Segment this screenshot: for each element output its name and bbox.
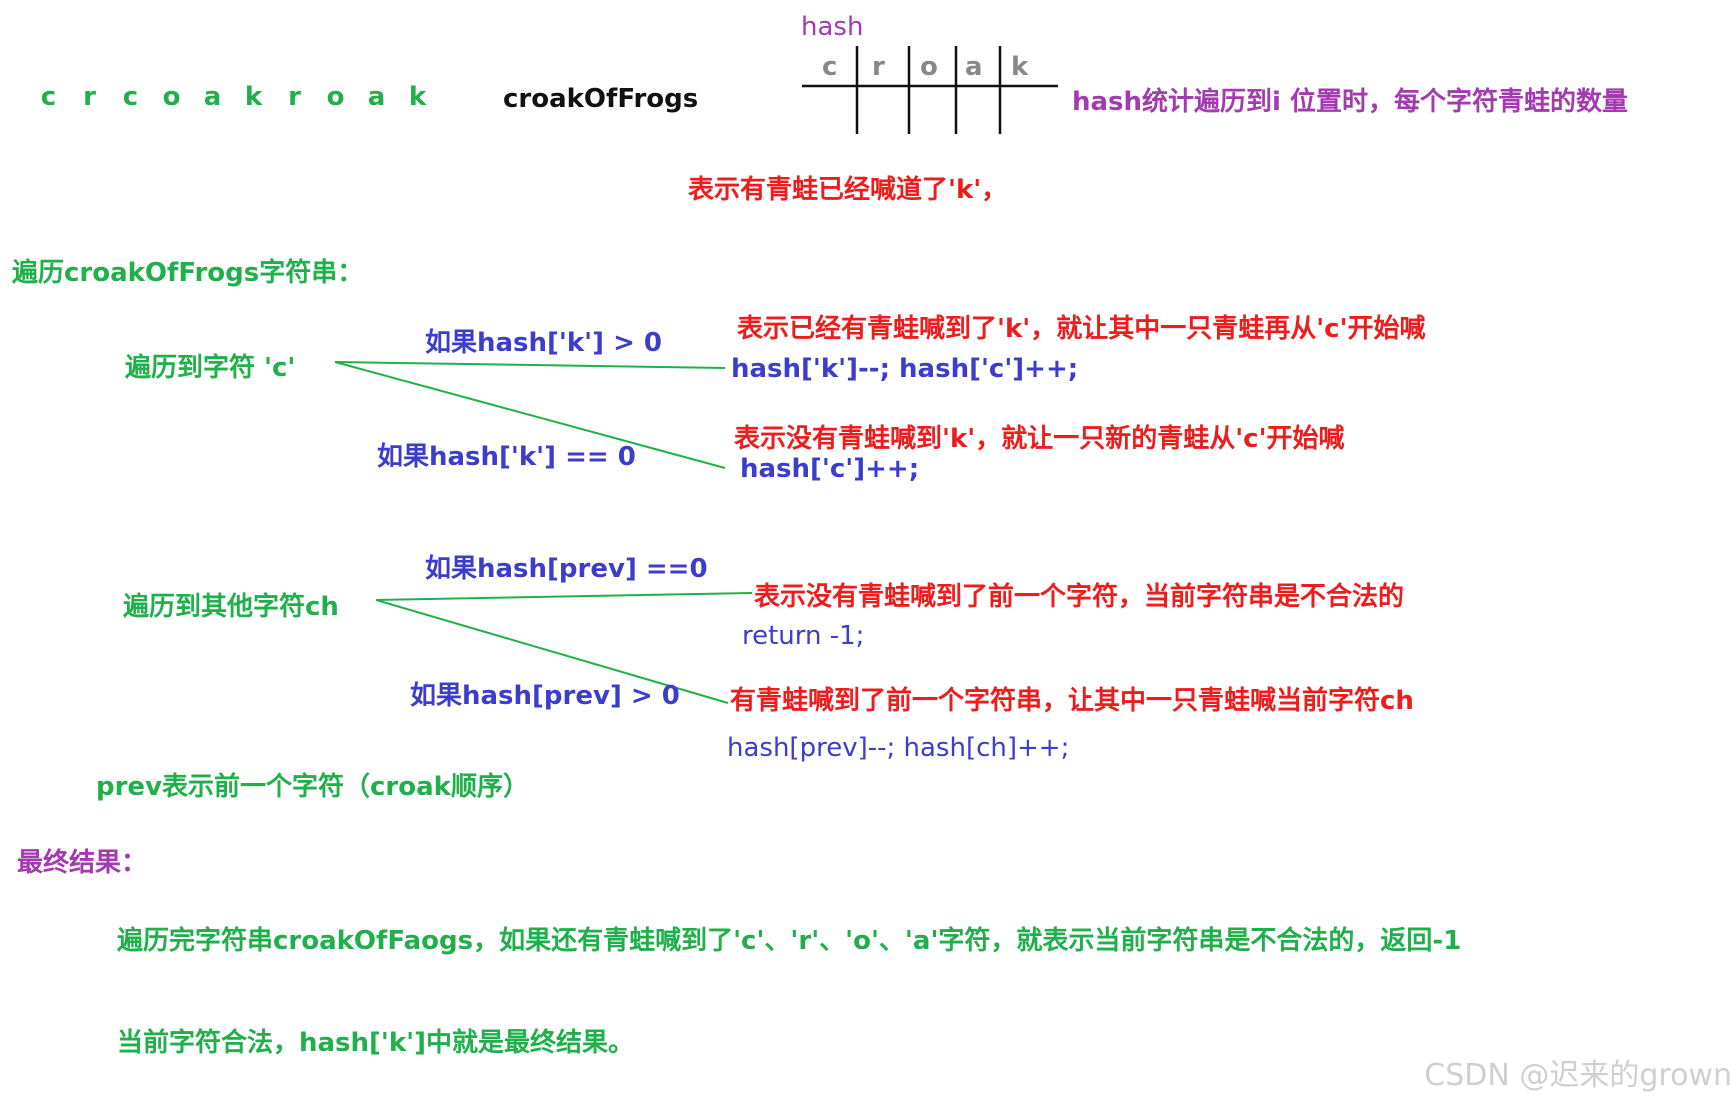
- case-c-description-2: 表示没有青蛙喊到'k'，就让一只新的青蛙从'c'开始喊: [734, 424, 1345, 454]
- final-line-1: 遍历完字符串croakOfFaogs，如果还有青蛙喊到了'c'、'r'、'o'、…: [117, 926, 1462, 956]
- hash-cell: r: [872, 52, 885, 82]
- case-other-description-2: 有青蛙喊到了前一个字符串，让其中一只青蛙喊当前字符ch: [730, 686, 1414, 716]
- watermark: CSDN @迟来的grown: [1424, 1058, 1732, 1093]
- case-other-condition-1: 如果hash[prev] ==0: [425, 554, 708, 584]
- prev-note: prev表示前一个字符（croak顺序）: [96, 772, 529, 802]
- case-c-code-2: hash['c']++;: [740, 454, 920, 484]
- branch-lines-c: [334, 361, 726, 469]
- seq-char: o: [326, 82, 345, 112]
- seq-char: a: [367, 82, 386, 112]
- seq-char: c: [122, 82, 139, 112]
- hash-cell: c: [822, 52, 838, 82]
- seq-char: k: [408, 82, 427, 112]
- hash-cell: o: [920, 52, 938, 82]
- seq-char: k: [244, 82, 263, 112]
- branch-lines-other: [375, 592, 753, 704]
- variable-name: croakOfFrogs: [503, 84, 699, 114]
- seq-char: r: [83, 82, 96, 112]
- case-c-condition-2: 如果hash['k'] == 0: [377, 442, 636, 472]
- case-other-condition-2: 如果hash[prev] > 0: [410, 681, 680, 711]
- case-other-label: 遍历到其他字符ch: [123, 592, 339, 622]
- traverse-title: 遍历croakOfFrogs字符串：: [12, 258, 364, 288]
- hash-cell: k: [1011, 52, 1029, 82]
- seq-char: o: [162, 82, 181, 112]
- seq-char: a: [203, 82, 222, 112]
- case-other-code-1: return -1;: [742, 621, 865, 651]
- case-other-code-2: hash[prev]--; hash[ch]++;: [727, 733, 1070, 763]
- case-other-description-1: 表示没有青蛙喊到了前一个字符，当前字符串是不合法的: [754, 582, 1405, 612]
- seq-char: r: [288, 82, 301, 112]
- k-note: 表示有青蛙已经喊道了'k'，: [688, 175, 1008, 205]
- case-c-condition-1: 如果hash['k'] > 0: [425, 328, 662, 358]
- seq-char: c: [40, 82, 57, 112]
- final-line-2: 当前字符合法，hash['k']中就是最终结果。: [117, 1028, 635, 1058]
- case-c-code-1: hash['k']--; hash['c']++;: [731, 354, 1079, 384]
- case-c-label: 遍历到字符 'c': [125, 353, 296, 383]
- hash-description: hash统计遍历到i 位置时，每个字符青蛙的数量: [1072, 87, 1629, 117]
- case-c-description-1: 表示已经有青蛙喊到了'k'，就让其中一只青蛙再从'c'开始喊: [737, 314, 1426, 344]
- hash-label: hash: [801, 12, 864, 42]
- hash-cell: a: [965, 52, 983, 82]
- hash-grid: [802, 46, 1058, 134]
- final-title: 最终结果：: [17, 848, 148, 878]
